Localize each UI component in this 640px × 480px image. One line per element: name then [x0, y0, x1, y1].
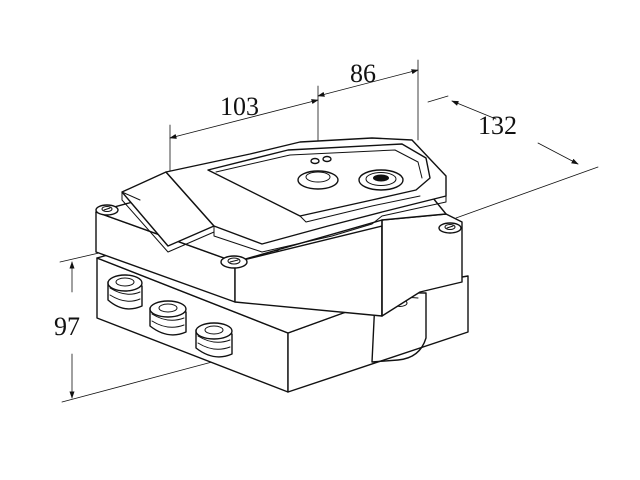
dim-line-132-b [537, 142, 579, 165]
dim-label-103: 103 [220, 92, 259, 121]
led-left [310, 157, 320, 165]
cable-gland-2 [149, 300, 187, 336]
screw-front-left [220, 255, 248, 269]
selector-knob [358, 169, 404, 191]
led-right [322, 155, 332, 163]
dim-label-86: 86 [350, 59, 376, 88]
dim-line-103 [169, 99, 319, 139]
push-button [297, 170, 339, 190]
mounting-screws [95, 204, 462, 269]
screw-right [438, 222, 462, 234]
dim-line-132-a [451, 100, 497, 120]
screw-back-left [95, 204, 119, 216]
cable-gland-1 [107, 274, 143, 310]
dim-label-97: 97 [54, 312, 80, 341]
cable-glands [107, 274, 233, 358]
dim-line-86 [317, 69, 419, 97]
indicator-leds [310, 155, 332, 165]
dim-label-132: 132 [478, 111, 517, 140]
cable-gland-3 [195, 322, 233, 358]
dimension-lines [69, 69, 579, 399]
